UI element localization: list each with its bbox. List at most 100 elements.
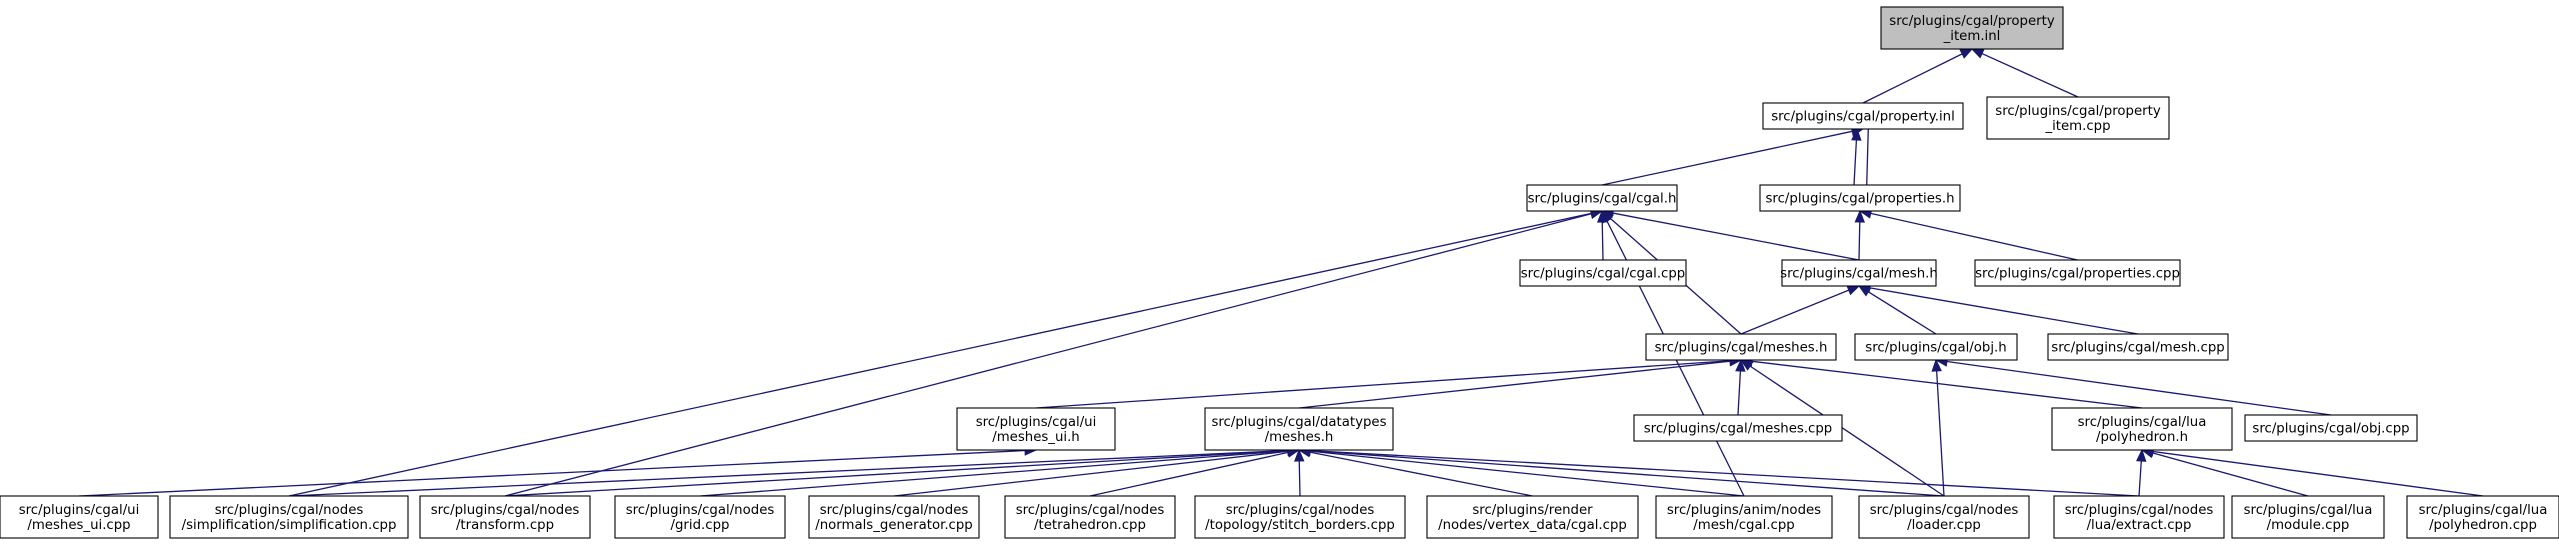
edge-line [288,449,1289,497]
graph-node[interactable]: src/plugins/cgal/obj.cpp [2244,414,2418,442]
arrowhead-icon [1851,127,1862,141]
node-box [1986,96,2170,140]
include-edge [504,445,1301,497]
include-edge [1851,127,1862,186]
include-edge [1858,208,2078,261]
arrowhead-icon [1846,285,1861,296]
include-edge [2140,446,2484,497]
edge-line [1612,212,1860,261]
graph-node[interactable]: src/plugins/cgal/ui/meshes_ui.h [956,407,1116,451]
graph-node[interactable]: src/plugins/cgal/lua/polyhedron.h [2051,407,2233,451]
node-label: src/plugins/cgal/meshes.cpp [1644,422,1833,437]
node-label: /meshes.h [1265,430,1334,445]
graph-node[interactable]: src/plugins/cgal/cgal.cpp [1519,259,1687,287]
arrowhead-icon [1294,448,1305,462]
graph-node[interactable]: src/plugins/cgal/datatypes/meshes.h [1204,407,1394,451]
graph-node[interactable]: src/plugins/cgal/nodes/lua/extract.cpp [2053,495,2225,539]
graph-node[interactable]: src/plugins/cgal/nodes/normals_generator… [808,495,980,539]
graph-node[interactable]: src/plugins/cgal/nodes/topology/stitch_b… [1194,495,1406,539]
node-box [1426,495,1639,539]
include-edge [1294,448,1305,497]
node-box [1759,184,1961,212]
node-label: src/plugins/cgal/mesh.h [1780,267,1938,282]
graph-node[interactable]: src/plugins/cgal/nodes/grid.cpp [614,495,786,539]
node-label: src/plugins/cgal/nodes [215,503,364,518]
node-label: src/plugins/cgal/lua [2419,503,2548,518]
graph-node[interactable]: src/plugins/cgal/property_item.cpp [1986,96,2170,140]
nodes-layer: src/plugins/cgal/property_item.inlsrc/pl… [0,6,2559,539]
edge-line [1601,130,1853,186]
include-edge [1857,282,2139,335]
node-box [0,495,159,539]
graph-node[interactable]: src/plugins/cgal/meshes.cpp [1633,414,1843,442]
node-label: src/plugins/cgal/property [1995,104,2161,119]
node-box [1526,184,1678,212]
graph-node[interactable]: src/plugins/cgal/cgal.h [1526,184,1678,212]
node-label: src/plugins/cgal/nodes [1226,503,1375,518]
edge-line [1870,212,2078,261]
graph-node[interactable]: src/plugins/cgal/nodes/transform.cpp [419,495,591,539]
node-label: src/plugins/cgal/ui [19,503,140,518]
node-box [419,495,591,539]
graph-node[interactable]: src/plugins/cgal/obj.h [1854,333,2018,361]
node-label: src/plugins/cgal/nodes [1870,503,2019,518]
node-label: /tetrahedron.cpp [1034,518,1146,533]
include-edge [1970,48,2079,98]
graph-node[interactable]: src/plugins/cgal/nodes/tetrahedron.cpp [1004,495,1176,539]
node-label: src/plugins/cgal/nodes [820,503,969,518]
graph-node[interactable]: src/plugins/cgal/properties.cpp [1974,259,2181,287]
include-edge [1931,358,1945,497]
edge-line [2152,452,2309,497]
graph-node[interactable]: src/plugins/anim/nodes/mesh/cgal.cpp [1655,495,1833,539]
node-label: /transform.cpp [456,518,554,533]
graph-node[interactable]: src/plugins/cgal/properties.h [1759,184,1961,212]
include-edge [1600,208,1860,261]
node-box [1204,407,1394,451]
arrowhead-icon [2136,448,2147,462]
node-box [808,495,980,539]
graph-node[interactable]: src/plugins/cgal/nodes/loader.cpp [1858,495,2030,539]
node-label: src/plugins/cgal/lua [2244,503,2373,518]
edge-line [1309,450,1745,497]
node-label: /normals_generator.cpp [815,518,973,533]
graph-node[interactable]: src/plugins/cgal/mesh.h [1780,259,1938,287]
node-box [1762,102,1964,130]
graph-node[interactable]: src/plugins/cgal/lua/module.cpp [2231,495,2385,539]
node-label: src/plugins/cgal/nodes [431,503,580,518]
graph-node[interactable]: src/plugins/cgal/property.inl [1762,102,1964,130]
edge-line [504,213,1592,497]
node-label: src/plugins/cgal/nodes [2065,503,2214,518]
node-box [1519,259,1687,287]
edge-line [1601,221,1604,261]
edge-line [699,450,1289,497]
node-label: src/plugins/cgal/cgal.h [1528,192,1677,207]
node-label: src/plugins/cgal/meshes.h [1655,341,1828,356]
node-box [956,407,1116,451]
edge-line [1309,449,2140,497]
graph-node[interactable]: src/plugins/cgal/ui/meshes_ui.cpp [0,495,159,539]
arrowhead-icon [1931,358,1942,372]
node-box [1194,495,1406,539]
edge-line [2152,450,2484,497]
edge-line [1749,365,1945,497]
graph-node[interactable]: src/plugins/cgal/nodes/simplification/si… [169,495,409,539]
node-label: /lua/extract.cpp [2087,518,2192,533]
node-label: src/plugins/cgal/cgal.cpp [1521,267,1686,282]
edge-line [1751,360,2143,409]
graph-node[interactable]: src/plugins/render/nodes/vertex_data/cga… [1426,495,1639,539]
edge-line [1089,451,1289,497]
graph-node[interactable]: src/plugins/cgal/lua/polyhedron.cpp [2406,495,2559,539]
graph-node[interactable]: src/plugins/cgal/meshes.h [1645,333,1837,361]
arrowhead-icon [1854,209,1866,223]
graph-node[interactable]: src/plugins/cgal/mesh.cpp [2047,333,2229,361]
node-label: src/plugins/cgal/property.inl [1771,110,1955,125]
node-label: src/plugins/cgal/mesh.cpp [2051,341,2224,356]
edge-line [1740,289,1850,335]
node-label: /module.cpp [2267,518,2350,533]
node-label: src/plugins/cgal/nodes [1016,503,1165,518]
node-box [2051,407,2233,451]
include-edge [288,208,1604,497]
node-label: src/plugins/cgal/obj.cpp [2252,422,2409,437]
edge-line [1853,139,1858,186]
node-label: src/plugins/cgal/lua [2078,415,2207,430]
